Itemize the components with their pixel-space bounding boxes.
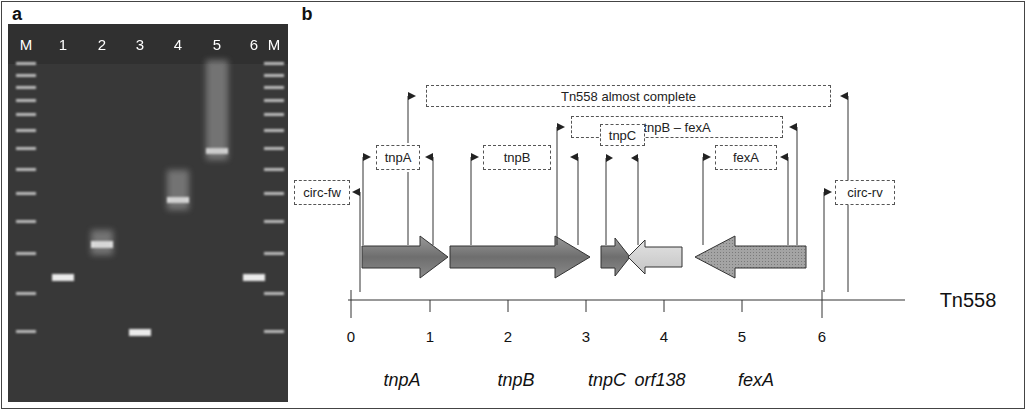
gene-name: tnpC — [588, 371, 626, 389]
gene-name: orf138 — [634, 371, 685, 389]
amplicon-label: tnpC — [609, 129, 636, 142]
amplicon-label: fexA — [733, 151, 759, 164]
amplicon-label: tnpB – fexA — [643, 121, 710, 134]
gel-image — [8, 24, 288, 402]
amplicon-label: circ-fw — [303, 186, 341, 199]
primer-arrowheads — [352, 92, 848, 196]
lane-label: 6 — [250, 37, 258, 52]
panel-letter: b — [302, 5, 313, 23]
scale-number: 5 — [738, 329, 746, 344]
scale-number: 0 — [347, 329, 355, 344]
amplicon-label: Tn558 almost complete — [561, 90, 696, 103]
amplicon-box: tnpB — [483, 145, 551, 170]
lane-label: M — [20, 37, 33, 52]
amplicon-box: tnpC — [600, 124, 645, 146]
panel-letter: a — [12, 5, 22, 23]
amplicon-box: fexA — [715, 145, 777, 170]
lane-label: 3 — [136, 37, 144, 52]
gene-name: tnpB — [497, 371, 534, 389]
lane-label: 1 — [59, 37, 67, 52]
scale-number: 6 — [818, 329, 826, 344]
scale-number: 4 — [660, 329, 668, 344]
amplicon-box: tnpA — [376, 145, 420, 170]
scale-number: 2 — [504, 329, 512, 344]
scale-number: 1 — [426, 329, 434, 344]
amplicon-label: tnpB — [504, 151, 531, 164]
amplicon-label: tnpA — [385, 151, 412, 164]
gene-name: tnpA — [383, 371, 420, 389]
gene-arrows — [362, 236, 806, 278]
lane-label: M — [268, 37, 281, 52]
scale-axis — [348, 290, 905, 318]
lane-label: 5 — [213, 37, 221, 52]
amplicon-box: circ-rv — [835, 180, 895, 205]
lane-label: 4 — [174, 37, 182, 52]
transposon-name: Tn558 — [940, 290, 997, 310]
primer-lines — [360, 96, 848, 292]
amplicon-label: circ-rv — [847, 186, 882, 199]
scale-number: 3 — [582, 329, 590, 344]
gene-name: fexA — [738, 371, 774, 389]
amplicon-box: circ-fw — [294, 180, 350, 205]
lane-label: 2 — [98, 37, 106, 52]
amplicon-box: Tn558 almost complete — [426, 85, 831, 107]
